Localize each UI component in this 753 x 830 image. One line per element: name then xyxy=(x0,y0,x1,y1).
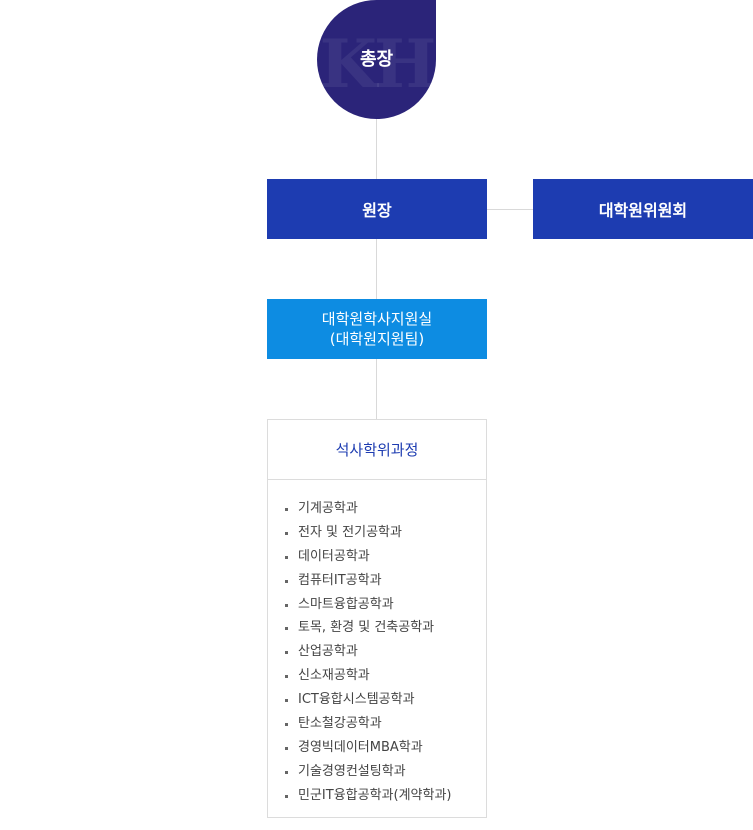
department-item: ICT융합시스템공학과 xyxy=(285,688,486,712)
department-name: 기계공학과 xyxy=(298,501,358,516)
bullet-icon xyxy=(285,579,288,583)
bullet-icon xyxy=(285,651,288,655)
department-item: 경영빅데이터MBA학과 xyxy=(285,736,486,760)
dean-node: 원장 xyxy=(267,179,487,239)
graduate-committee-title: 대학원위원회 xyxy=(598,201,688,220)
graduate-office-node: 대학원학사지원실 (대학원지원팀) xyxy=(267,299,487,359)
department-item: 산업공학과 xyxy=(285,640,486,664)
department-name: 데이터공학과 xyxy=(298,548,370,564)
department-name: 전자 및 전기공학과 xyxy=(298,524,402,540)
department-name: 경영빅데이터MBA학과 xyxy=(298,739,423,755)
university-logo-mark: KH xyxy=(319,24,436,103)
bullet-icon xyxy=(285,746,288,750)
department-name: 스마트융합공학과 xyxy=(298,596,394,612)
masters-program-title: 석사학위과정 xyxy=(268,420,486,480)
bullet-icon xyxy=(285,555,288,559)
bullet-icon xyxy=(285,603,288,607)
department-item: 기계공학과 xyxy=(285,497,486,521)
department-item: 탄소철강공학과 xyxy=(285,712,486,736)
department-item: 컴퓨터IT공학과 xyxy=(285,569,486,593)
bullet-icon xyxy=(285,508,288,511)
bullet-icon xyxy=(285,627,288,631)
connector-president-dean xyxy=(376,119,377,179)
bullet-icon xyxy=(285,531,288,535)
connector-dean-office xyxy=(376,239,377,299)
department-name: 민군IT융합공학과(계약학과) xyxy=(298,787,452,803)
department-name: 토목, 환경 및 건축공학과 xyxy=(298,620,435,636)
department-item: 신소재공학과 xyxy=(285,664,486,688)
department-item: 민군IT융합공학과(계약학과) xyxy=(285,784,486,808)
department-item: 전자 및 전기공학과 xyxy=(285,521,486,545)
president-node: KH 총장 xyxy=(317,0,436,119)
department-item: 기술경영컨설팅학과 xyxy=(285,760,486,784)
department-name: 신소재공학과 xyxy=(298,668,370,684)
department-name: 탄소철강공학과 xyxy=(298,716,382,732)
graduate-office-subtitle: (대학원지원팀) xyxy=(329,330,425,348)
department-name: ICT융합시스템공학과 xyxy=(298,692,415,708)
dean-title: 원장 xyxy=(362,201,392,220)
department-name: 컴퓨터IT공학과 xyxy=(298,572,382,588)
graduate-office-title: 대학원학사지원실 xyxy=(321,310,433,328)
department-name: 산업공학과 xyxy=(298,644,358,660)
bullet-icon xyxy=(285,794,288,798)
president-title: 총장 xyxy=(359,48,394,70)
bullet-icon xyxy=(285,770,288,774)
graduate-committee-node: 대학원위원회 xyxy=(533,179,753,239)
department-item: 스마트융합공학과 xyxy=(285,593,486,617)
connector-office-program xyxy=(376,359,377,419)
bullet-icon xyxy=(285,675,288,679)
department-item: 토목, 환경 및 건축공학과 xyxy=(285,616,486,640)
department-name: 기술경영컨설팅학과 xyxy=(298,763,406,779)
department-item: 데이터공학과 xyxy=(285,545,486,569)
bullet-icon xyxy=(285,723,288,727)
connector-dean-committee xyxy=(487,209,533,210)
bullet-icon xyxy=(285,699,288,703)
